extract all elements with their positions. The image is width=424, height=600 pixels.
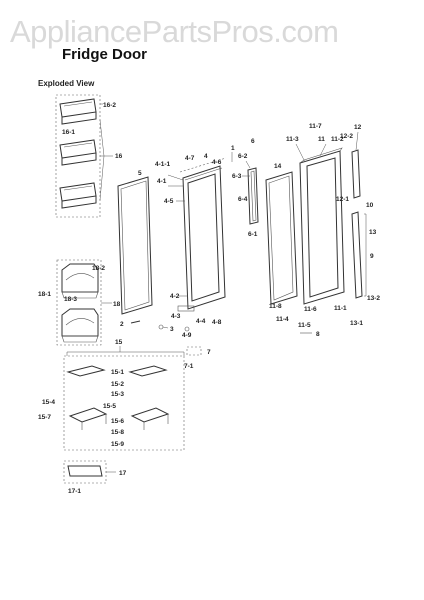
callout-13-1: 13-1 bbox=[350, 320, 363, 327]
callout-4-1: 4-1 bbox=[157, 178, 167, 185]
shelf-group-frame bbox=[63, 355, 185, 451]
shelf-left bbox=[66, 365, 108, 430]
door-bin-bottom bbox=[59, 182, 97, 209]
side-trim-upper: 12 12-2 12-1 10 bbox=[336, 124, 374, 209]
callout-5: 5 bbox=[138, 170, 142, 177]
door-guard-group-frame bbox=[56, 259, 102, 346]
callout-11-6: 11-6 bbox=[304, 306, 317, 313]
callout-11-5: 11-5 bbox=[298, 322, 311, 329]
hinge-cap bbox=[177, 305, 195, 312]
callout-17-1: 17-1 bbox=[68, 488, 81, 495]
callout-15-9: 15-9 bbox=[111, 441, 124, 448]
callout-4-3: 4-3 bbox=[171, 313, 181, 320]
screw-part-3: 3 bbox=[158, 324, 174, 333]
outer-door: 11-7 11-3 11 11-2 11-1 11-8 11-6 11-4 11… bbox=[269, 123, 347, 329]
callout-11-2: 11-2 bbox=[331, 136, 344, 143]
door-guard-bottom bbox=[61, 308, 99, 343]
callout-16-1: 16-1 bbox=[62, 129, 75, 136]
callout-11-3: 11-3 bbox=[286, 136, 299, 143]
door-box-frame bbox=[63, 460, 107, 484]
callout-11-7: 11-7 bbox=[309, 123, 322, 130]
section-subtitle: Exploded View bbox=[38, 79, 95, 88]
callout-4-7: 4-7 bbox=[185, 155, 195, 162]
hinge-pin bbox=[184, 326, 190, 332]
callout-13: 13 bbox=[369, 229, 377, 236]
callout-15-6: 15-6 bbox=[111, 418, 124, 425]
callout-14: 14 bbox=[274, 163, 282, 170]
callout-15-8: 15-8 bbox=[111, 429, 124, 436]
callout-9: 9 bbox=[370, 253, 374, 260]
door-handle: 6 6-2 6-3 6-4 6-1 bbox=[232, 138, 259, 238]
hinge-part-7: 7 7-1 bbox=[184, 346, 211, 370]
callout-4-1-1: 4-1-1 bbox=[155, 161, 171, 168]
callout-16: 16 bbox=[115, 153, 123, 160]
callout-11-8: 11-8 bbox=[269, 303, 282, 310]
shelf-right bbox=[128, 365, 170, 430]
side-trim-lower: 13 9 13-2 13-1 bbox=[350, 211, 380, 327]
door-panel: 5 bbox=[117, 170, 153, 315]
callout-16-2: 16-2 bbox=[103, 102, 116, 109]
callout-18-1: 18-1 bbox=[38, 291, 51, 298]
callout-10: 10 bbox=[366, 202, 374, 209]
callout-7-1: 7-1 bbox=[184, 363, 194, 370]
callout-4-8: 4-8 bbox=[212, 319, 222, 326]
door-bin-group: 16-2 16-1 16 bbox=[55, 94, 123, 218]
callout-17: 17 bbox=[119, 470, 127, 477]
page-title: Fridge Door bbox=[62, 46, 147, 63]
callout-7: 7 bbox=[207, 349, 211, 356]
callout-4-9: 4-9 bbox=[182, 332, 192, 339]
callout-11: 11 bbox=[318, 136, 325, 143]
door-bin-top bbox=[59, 98, 97, 125]
callout-4-6: 4-6 bbox=[212, 159, 222, 166]
callout-6-2: 6-2 bbox=[238, 153, 248, 160]
screw-part-2: 2 bbox=[120, 320, 141, 328]
door-gasket: 14 bbox=[265, 163, 298, 305]
callout-18-2: 18-2 bbox=[92, 265, 105, 272]
callout-18: 18 bbox=[113, 301, 121, 308]
callout-3: 3 bbox=[170, 326, 174, 333]
callout-4: 4 bbox=[204, 153, 208, 160]
callout-15: 15 bbox=[115, 339, 123, 346]
shelf-assembly-group: 15 15-1 15-2 15-3 15-4 15-5 15-6 15-7 15… bbox=[38, 339, 185, 451]
callout-18-3: 18-3 bbox=[64, 296, 77, 303]
callout-11-1: 11-1 bbox=[334, 305, 347, 312]
door-frame-assembly: 4-1-1 4-7 4 4-6 4-1 4-5 4-2 4-3 4-4 4-8 … bbox=[155, 153, 227, 339]
callout-13-2: 13-2 bbox=[367, 295, 380, 302]
callout-11-4: 11-4 bbox=[276, 316, 289, 323]
callout-15-7: 15-7 bbox=[38, 414, 51, 421]
callout-2: 2 bbox=[120, 321, 124, 328]
callout-15-5: 15-5 bbox=[103, 403, 116, 410]
door-guard-top bbox=[61, 263, 99, 299]
callout-15-4: 15-4 bbox=[42, 399, 55, 406]
callout-8: 8 bbox=[316, 331, 320, 338]
callout-6-3: 6-3 bbox=[232, 173, 242, 180]
callout-15-2: 15-2 bbox=[111, 381, 124, 388]
door-bin-middle bbox=[59, 139, 97, 166]
callout-4-2: 4-2 bbox=[170, 293, 180, 300]
callout-15-3: 15-3 bbox=[111, 391, 124, 398]
screw-part-8: 8 bbox=[300, 331, 320, 338]
callout-6-1: 6-1 bbox=[248, 231, 258, 238]
callout-15-1: 15-1 bbox=[111, 369, 124, 376]
door-box-17: 17 17-1 bbox=[63, 460, 127, 495]
callout-6-4: 6-4 bbox=[238, 196, 248, 203]
callout-6: 6 bbox=[251, 138, 255, 145]
watermark-logo: AppliancePartsPros.com bbox=[10, 14, 339, 49]
door-guard-group: 18-2 18-1 18-3 18 bbox=[38, 259, 121, 346]
callout-4-5: 4-5 bbox=[164, 198, 174, 205]
callout-12-1: 12-1 bbox=[336, 196, 349, 203]
callout-4-4: 4-4 bbox=[196, 318, 206, 325]
callout-12-2: 12-2 bbox=[340, 133, 353, 140]
callout-1: 1 bbox=[231, 145, 235, 152]
callout-12: 12 bbox=[354, 124, 362, 131]
